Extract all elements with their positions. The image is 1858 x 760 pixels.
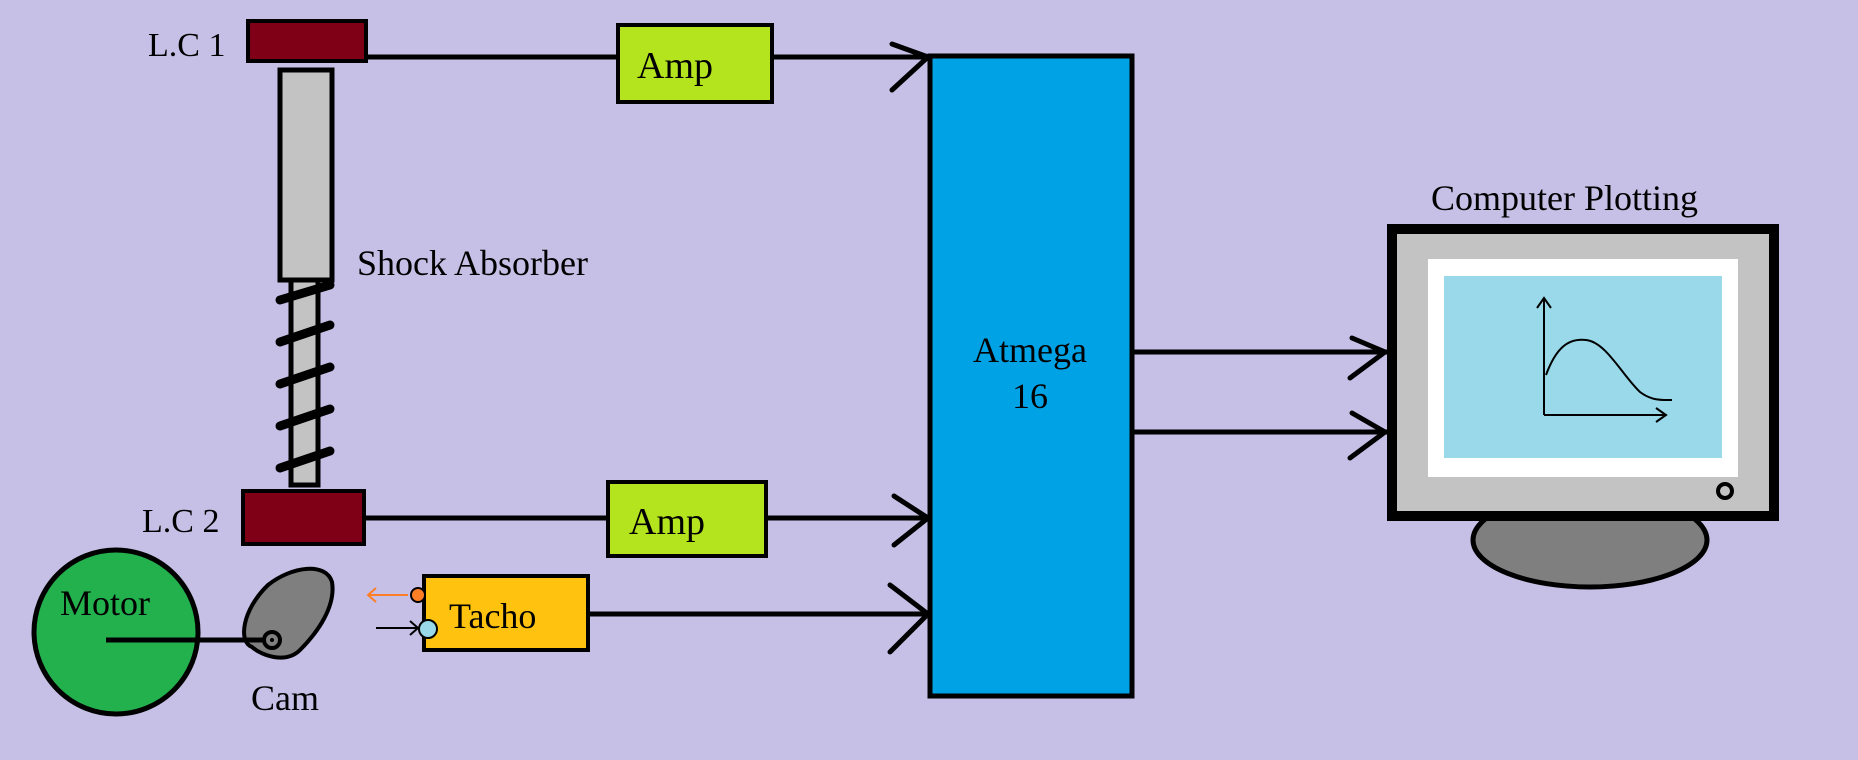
tacho-emitter-icon (410, 587, 426, 603)
atmega-label-line1: Atmega (973, 330, 1087, 370)
cam-pivot-dot-icon (270, 638, 274, 642)
shock-absorber-spring (275, 280, 335, 473)
arrowhead-tacho (887, 582, 932, 655)
monitor-screen (1444, 276, 1722, 458)
arrowhead-computer-2 (1347, 410, 1390, 461)
computer-plotting-label: Computer Plotting (1431, 178, 1698, 218)
arrowhead-amp1 (889, 41, 933, 93)
tacho-emitted-beam-icon (366, 587, 408, 603)
tachometer (422, 574, 590, 652)
shock-absorber (275, 67, 335, 488)
amplifier-1-label: Amp (637, 45, 713, 87)
motor (31, 547, 201, 717)
computer-monitor (1387, 224, 1779, 590)
shock-absorber-body (277, 67, 335, 283)
cam-label: Cam (251, 678, 319, 718)
signal-wires (361, 54, 1388, 617)
atmega16-microcontroller (927, 53, 1135, 699)
load-cell-1 (246, 19, 368, 63)
amplifier-1 (616, 23, 774, 104)
tacho-received-beam-icon (376, 620, 420, 636)
atmega-label-line2: 16 (1012, 376, 1048, 416)
load-cell-2 (241, 489, 366, 546)
plot-graph-icon (1536, 296, 1673, 423)
tacho-label: Tacho (449, 596, 536, 636)
shock-absorber-label: Shock Absorber (357, 243, 588, 283)
motor-label: Motor (60, 583, 150, 623)
amplifier-2 (606, 480, 768, 558)
cam (242, 566, 335, 660)
load-cell-2-label: L.C 2 (142, 503, 219, 540)
monitor-power-button (1716, 482, 1734, 500)
load-cell-1-label: L.C 1 (148, 27, 225, 64)
arrowhead-computer-1 (1347, 335, 1390, 381)
amplifier-2-label: Amp (629, 501, 705, 543)
tacho-receiver-icon (418, 619, 438, 639)
